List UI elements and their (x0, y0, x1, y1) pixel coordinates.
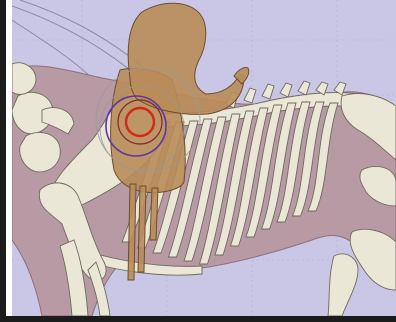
girth-strap (150, 188, 158, 240)
anatomy-illustration (12, 0, 396, 316)
horse-skeleton-saddle-drawing (12, 0, 396, 316)
stirrup-leather-right (138, 186, 146, 272)
stirrup-leather-left (128, 184, 136, 280)
